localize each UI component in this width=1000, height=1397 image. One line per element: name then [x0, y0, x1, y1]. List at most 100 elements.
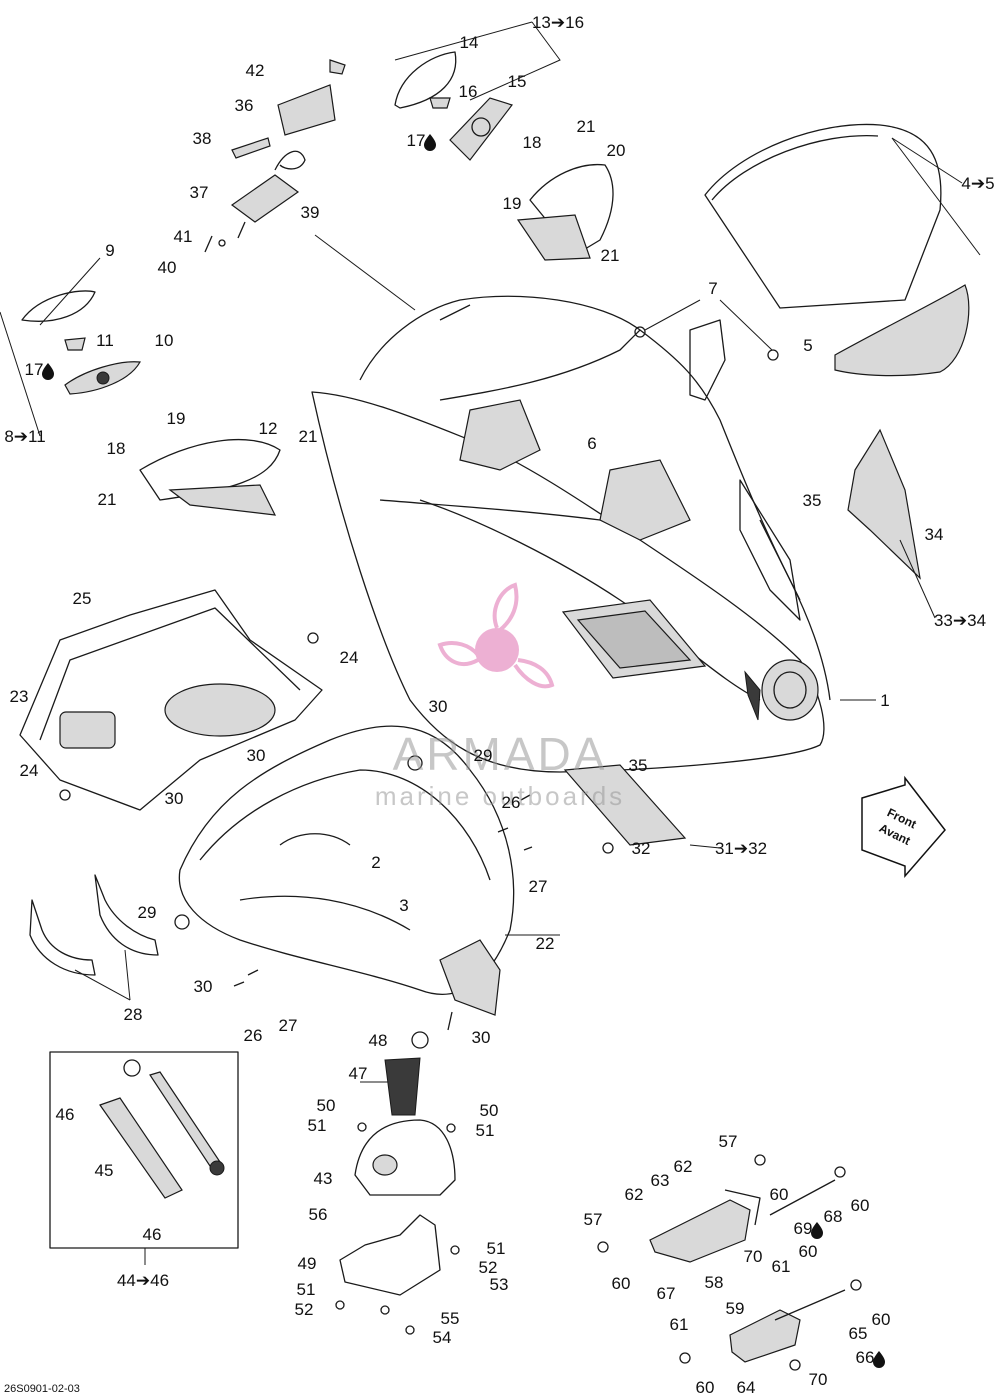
deflector-part-12: [139, 439, 281, 516]
callout-70b: 70: [809, 1370, 828, 1389]
callout-30b: 30: [247, 746, 266, 765]
lever-part-38: [231, 137, 271, 159]
callout-32: 32: [632, 839, 651, 858]
callout-22: 22: [536, 934, 555, 953]
callout-44-46: 44➔46: [117, 1271, 169, 1290]
bracket-part-36: [277, 59, 346, 136]
windshield-part-4: [704, 123, 970, 377]
callout-7: 7: [708, 279, 717, 298]
footrest-part-67: [649, 1189, 761, 1263]
callout-68: 68: [824, 1207, 843, 1226]
callout-65: 65: [849, 1324, 868, 1343]
oil-drop-icon: [424, 134, 436, 151]
callout-16: 16: [459, 82, 478, 101]
callout-56: 56: [309, 1205, 328, 1224]
side-panel-part-33: [847, 428, 921, 580]
callout-64: 64: [737, 1378, 756, 1397]
callout-34: 34: [925, 525, 944, 544]
callout-57b: 57: [584, 1210, 603, 1229]
spring-part-39: [274, 150, 306, 171]
footrest-part-64: [729, 1309, 801, 1363]
callout-26a: 26: [502, 793, 521, 812]
callout-51b: 51: [476, 1121, 495, 1140]
callout-26b: 26: [244, 1026, 263, 1045]
rod-part-68: [769, 1179, 846, 1321]
callout-60d: 60: [612, 1274, 631, 1293]
callout-30a: 30: [429, 697, 448, 716]
oil-drop-icon: [811, 1222, 823, 1239]
callout-labels: 13➔16141516174236383739414018192120214➔5…: [4, 13, 994, 1397]
callout-30d: 30: [194, 977, 213, 996]
callout-19b: 19: [167, 409, 186, 428]
callout-31-32: 31➔32: [715, 839, 767, 858]
callout-4-5: 4➔5: [961, 174, 994, 193]
grille-part-31: [563, 764, 687, 846]
callout-17a: 17: [407, 131, 426, 150]
armada-watermark: ARMADA marine outboards: [375, 582, 625, 811]
deflector-part-20: [516, 163, 614, 261]
callout-2: 2: [371, 853, 380, 872]
callout-35a: 35: [803, 491, 822, 510]
boot-part-47: [384, 1057, 421, 1116]
callout-69: 69: [794, 1219, 813, 1238]
callout-13-16: 13➔16: [532, 13, 584, 32]
screw-part-40: [204, 221, 246, 253]
oil-drop-icon: [42, 363, 54, 380]
callout-67: 67: [657, 1284, 676, 1303]
callout-63: 63: [651, 1171, 670, 1190]
callout-70a: 70: [744, 1247, 763, 1266]
strap-part-28: [29, 874, 159, 976]
bracket-part-49: [339, 1214, 441, 1296]
callout-1: 1: [880, 691, 889, 710]
callout-52b: 52: [295, 1300, 314, 1319]
callout-57a: 57: [719, 1132, 738, 1151]
callout-8-11: 8➔11: [4, 427, 45, 446]
callout-51c: 51: [487, 1239, 506, 1258]
propeller-logo: [437, 582, 555, 689]
callout-51a: 51: [308, 1116, 327, 1135]
mirror-base-part-10: [64, 361, 141, 395]
callout-23: 23: [10, 687, 29, 706]
callout-19a: 19: [503, 194, 522, 213]
callout-37: 37: [190, 183, 209, 202]
callout-51d: 51: [297, 1280, 316, 1299]
oil-drop-icon: [873, 1351, 885, 1368]
callout-14: 14: [460, 33, 479, 52]
watermark-tagline: marine outboards: [375, 781, 625, 811]
callout-21d: 21: [98, 490, 117, 509]
callout-61b: 61: [670, 1315, 689, 1334]
watermark-brand: ARMADA: [393, 728, 608, 780]
front-arrow: Front Avant: [861, 775, 946, 879]
callout-39: 39: [301, 203, 320, 222]
callout-43: 43: [314, 1169, 333, 1188]
callout-21c: 21: [299, 427, 318, 446]
callout-21a: 21: [577, 117, 596, 136]
callout-30e: 30: [472, 1028, 491, 1047]
callout-24b: 24: [20, 761, 39, 780]
callout-54: 54: [433, 1328, 452, 1347]
callout-60e: 60: [872, 1310, 891, 1329]
callout-33-34: 33➔34: [934, 611, 986, 630]
callout-46b: 46: [143, 1225, 162, 1244]
callout-30c: 30: [165, 789, 184, 808]
callout-60c: 60: [799, 1242, 818, 1261]
mirror-arm-part-16: [429, 97, 451, 109]
callout-28: 28: [124, 1005, 143, 1024]
callout-17b: 17: [25, 360, 44, 379]
callout-18b: 18: [107, 439, 126, 458]
callout-52a: 52: [479, 1258, 498, 1277]
callout-47: 47: [349, 1064, 368, 1083]
tank-part-43: [354, 1119, 456, 1196]
diagram-reference-code: 26S0901-02-03: [4, 1383, 80, 1395]
callout-50b: 50: [480, 1101, 499, 1120]
callout-3: 3: [399, 896, 408, 915]
callout-60a: 60: [770, 1185, 789, 1204]
leader-lines: [0, 21, 981, 1265]
callout-6: 6: [587, 434, 596, 453]
callout-5: 5: [803, 336, 812, 355]
callout-38: 38: [193, 129, 212, 148]
callout-66: 66: [856, 1348, 875, 1367]
callout-58: 58: [705, 1273, 724, 1292]
